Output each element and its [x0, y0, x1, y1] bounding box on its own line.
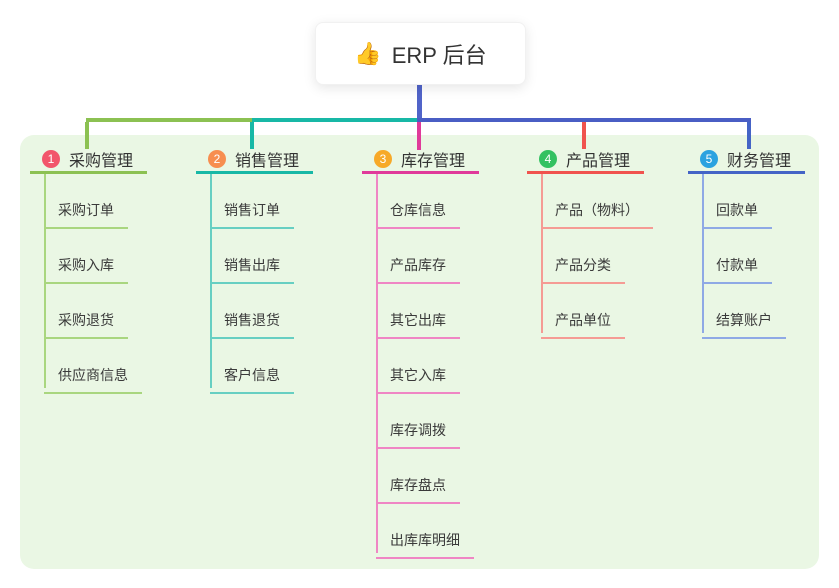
child-node[interactable]: 销售退货	[210, 284, 294, 339]
child-node-label: 产品分类	[555, 257, 611, 273]
branch-children-finance: 回款单付款单结算账户	[702, 174, 805, 339]
branch-number-badge: 2	[208, 150, 226, 168]
child-node-label: 库存调拨	[390, 422, 446, 438]
child-node-label: 付款单	[716, 257, 758, 273]
child-node-label: 产品库存	[390, 257, 446, 273]
child-node[interactable]: 产品单位	[541, 284, 625, 339]
horizontal-connector-left	[86, 118, 252, 122]
branch-inventory: 3 库存管理 仓库信息产品库存其它出库其它入库库存调拨库存盘点出库库明细	[362, 150, 479, 559]
branch-vertical-line	[376, 174, 378, 553]
child-node[interactable]: 客户信息	[210, 339, 294, 394]
child-node-label: 产品（物料）	[555, 202, 639, 218]
child-node-label: 库存盘点	[390, 477, 446, 493]
branch-children-purchase: 采购订单采购入库采购退货供应商信息	[44, 174, 147, 394]
branch-label: 产品管理	[566, 153, 631, 170]
branch-number-badge: 4	[539, 150, 557, 168]
child-node[interactable]: 付款单	[702, 229, 772, 284]
branch-drop-finance	[747, 122, 751, 149]
branch-number-badge: 5	[700, 150, 718, 168]
child-node-label: 其它出库	[390, 312, 446, 328]
branch-label: 财务管理	[727, 153, 792, 170]
branch-label: 采购管理	[69, 153, 134, 170]
child-node[interactable]: 产品（物料）	[541, 174, 653, 229]
child-node[interactable]: 产品库存	[376, 229, 460, 284]
child-node[interactable]: 采购退货	[44, 284, 128, 339]
thumbs-up-icon: 👍	[354, 40, 382, 66]
branch-label: 库存管理	[401, 153, 466, 170]
branch-header-purchase[interactable]: 1 采购管理	[30, 150, 147, 174]
child-node[interactable]: 其它出库	[376, 284, 460, 339]
child-node-label: 销售退货	[224, 312, 280, 328]
branch-drop-sales	[250, 122, 254, 149]
child-node[interactable]: 出库库明细	[376, 504, 474, 559]
horizontal-connector-right	[417, 118, 751, 122]
child-node-label: 客户信息	[224, 367, 280, 383]
root-node[interactable]: 👍 ERP 后台	[315, 22, 526, 85]
branch-children-product: 产品（物料） 产品分类产品单位	[541, 174, 653, 339]
child-node-label: 出库库明细	[390, 532, 460, 548]
child-node[interactable]: 其它入库	[376, 339, 460, 394]
branch-header-finance[interactable]: 5 财务管理	[688, 150, 805, 174]
child-node-label: 采购退货	[58, 312, 114, 328]
root-connector-line	[417, 83, 422, 122]
child-node[interactable]: 供应商信息	[44, 339, 142, 394]
root-title: ERP 后台	[391, 42, 487, 68]
branch-vertical-line	[44, 174, 46, 388]
branch-drop-product	[582, 122, 586, 149]
branch-vertical-line	[702, 174, 704, 333]
child-node[interactable]: 仓库信息	[376, 174, 460, 229]
branch-drop-inventory	[417, 122, 421, 150]
child-node-label: 采购订单	[58, 202, 114, 218]
child-node[interactable]: 销售订单	[210, 174, 294, 229]
branch-label: 销售管理	[235, 153, 300, 170]
branch-children-sales: 销售订单销售出库销售退货客户信息	[210, 174, 313, 394]
branch-sales: 2 销售管理 销售订单销售出库销售退货客户信息	[196, 150, 313, 394]
branch-vertical-line	[210, 174, 212, 388]
child-node-label: 仓库信息	[390, 202, 446, 218]
child-node-label: 供应商信息	[58, 367, 128, 383]
child-node[interactable]: 库存盘点	[376, 449, 460, 504]
child-node[interactable]: 结算账户	[702, 284, 786, 339]
branch-header-product[interactable]: 4 产品管理	[527, 150, 644, 174]
branch-purchase: 1 采购管理 采购订单采购入库采购退货供应商信息	[30, 150, 147, 394]
branch-number-badge: 1	[42, 150, 60, 168]
child-node-label: 产品单位	[555, 312, 611, 328]
child-node-label: 其它入库	[390, 367, 446, 383]
child-node-label: 销售出库	[224, 257, 280, 273]
branch-header-inventory[interactable]: 3 库存管理	[362, 150, 479, 174]
branch-finance: 5 财务管理 回款单付款单结算账户	[688, 150, 805, 339]
child-node[interactable]: 库存调拨	[376, 394, 460, 449]
child-node[interactable]: 销售出库	[210, 229, 294, 284]
branch-product: 4 产品管理 产品（物料） 产品分类产品单位	[527, 150, 653, 339]
child-node-label: 回款单	[716, 202, 758, 218]
child-node[interactable]: 采购订单	[44, 174, 128, 229]
child-node[interactable]: 回款单	[702, 174, 772, 229]
child-node-label: 销售订单	[224, 202, 280, 218]
child-node-label: 结算账户	[716, 312, 772, 328]
child-node[interactable]: 产品分类	[541, 229, 625, 284]
branch-children-inventory: 仓库信息产品库存其它出库其它入库库存调拨库存盘点出库库明细	[376, 174, 479, 559]
branch-drop-purchase	[85, 122, 89, 149]
child-node[interactable]: 采购入库	[44, 229, 128, 284]
branch-header-sales[interactable]: 2 销售管理	[196, 150, 313, 174]
horizontal-connector-middle	[252, 118, 417, 122]
child-node-label: 采购入库	[58, 257, 114, 273]
branches-background-panel	[20, 135, 819, 569]
branch-vertical-line	[541, 174, 543, 333]
branch-number-badge: 3	[374, 150, 392, 168]
